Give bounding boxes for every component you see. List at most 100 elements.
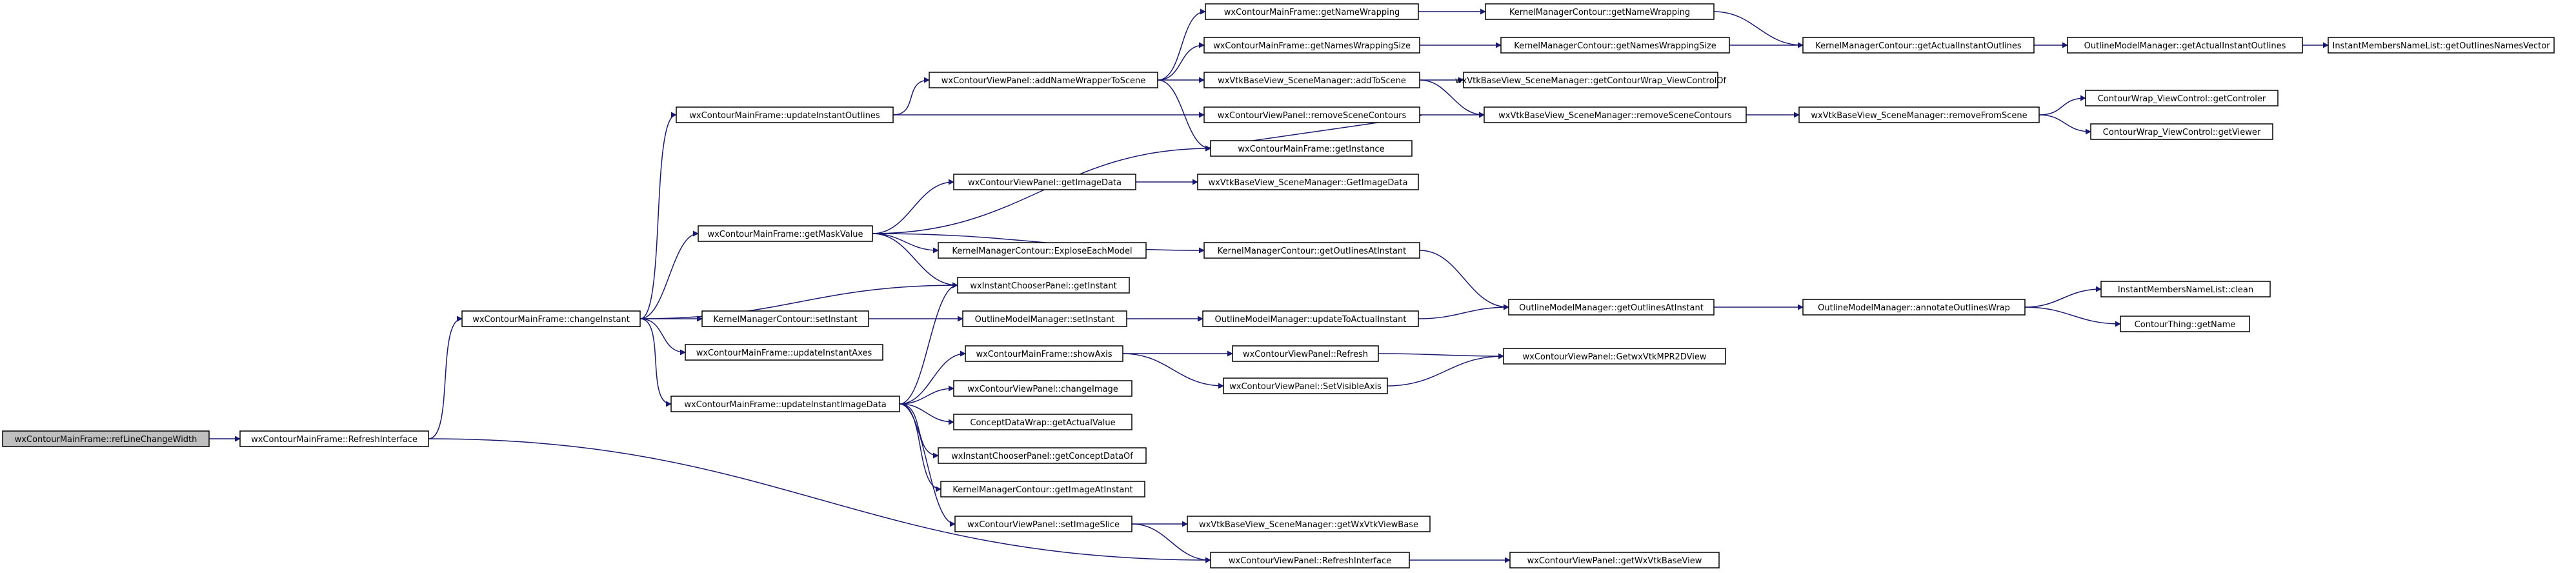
node-kmc-set-instant[interactable]: KernelManagerContour::setInstant (701, 310, 869, 327)
edge-update-instant-image-data-to-change-image (899, 385, 954, 405)
node-get-outlines-names-vector[interactable]: InstantMembersNameList::getOutlinesNames… (2328, 37, 2555, 54)
node-vp-refresh[interactable]: wxContourViewPanel::Refresh (1232, 345, 1379, 362)
node-get-wx-vtk-base-view[interactable]: wxContourViewPanel::getWxVtkBaseView (1509, 552, 1720, 568)
node-update-instant-axes[interactable]: wxContourMainFrame::updateInstantAxes (685, 344, 883, 361)
edge-sm-add-to-scene-to-sm-remove-scene-contours (1419, 79, 1485, 118)
node-get-controler[interactable]: ContourWrap_ViewControl::getControler (2085, 90, 2279, 106)
node-get-names-wrapping-size[interactable]: wxContourMainFrame::getNamesWrappingSize (1203, 37, 1420, 54)
edge-arrow (428, 316, 463, 439)
node-set-visible-axis[interactable]: wxContourViewPanel::SetVisibleAxis (1223, 377, 1388, 394)
node-label: wxContourMainFrame::getNameWrapping (1224, 8, 1400, 17)
edge-add-name-wrapper-to-scene-to-get-name-wrapping (1157, 8, 1206, 81)
edge-arrow (1157, 42, 1205, 81)
node-change-image[interactable]: wxContourViewPanel::changeImage (953, 380, 1132, 397)
edge-arrow (872, 179, 954, 234)
node-get-name[interactable]: ContourThing::getName (2120, 316, 2250, 332)
edge-arrow (639, 112, 677, 319)
node-box (1798, 106, 2040, 123)
node-box (2085, 90, 2279, 106)
node-box (1210, 552, 1410, 568)
edge-arrow (639, 282, 958, 319)
edge-vp-refresh-to-get-wx-vtk-mpr2-dview (1378, 353, 1504, 359)
node-label: wxInstantChooserPanel::getInstant (970, 281, 1116, 291)
edge-arrow (639, 318, 686, 356)
node-update-instant-image-data[interactable]: wxContourMainFrame::updateInstantImageDa… (670, 396, 900, 412)
node-explose-each-model[interactable]: KernelManagerContour::ExploseEachModel (938, 242, 1147, 259)
node-get-actual-value[interactable]: ConceptDataWrap::getActualValue (953, 414, 1132, 430)
node-label: OutlineModelManager::annotateOutlinesWra… (1818, 303, 2010, 313)
node-refresh-interface[interactable]: wxContourMainFrame::RefreshInterface (239, 430, 429, 447)
node-om-get-actual-instant-outlines[interactable]: OutlineModelManager::getActualInstantOut… (2067, 37, 2303, 54)
node-box (1203, 72, 1420, 88)
node-ref-line-change-width[interactable]: wxContourMainFrame::refLineChangeWidth (2, 430, 210, 447)
edge-arrow (899, 403, 954, 425)
node-box (461, 310, 641, 327)
node-label: KernelManagerContour::getNameWrapping (1509, 8, 1690, 17)
node-label: wxContourViewPanel::SetVisibleAxis (1229, 382, 1382, 392)
node-label: ContourWrap_ViewControl::getControler (2098, 94, 2266, 104)
node-kmc-get-actual-instant-outlines[interactable]: KernelManagerContour::getActualInstantOu… (1802, 37, 2035, 54)
edge-arrow (2038, 95, 2086, 116)
node-remove-scene-contours[interactable]: wxContourViewPanel::removeSceneContours (1203, 106, 1420, 123)
node-box (953, 174, 1136, 190)
node-box (670, 396, 900, 412)
edge-arrow (899, 403, 956, 527)
node-label: OutlineModelManager::getActualInstantOut… (2084, 41, 2286, 51)
node-get-image-at-instant[interactable]: KernelManagerContour::getImageAtInstant (940, 481, 1145, 498)
node-label: wxContourViewPanel::GetwxVtkMPR2DView (1523, 352, 1707, 362)
node-kmc-get-name-wrapping[interactable]: KernelManagerContour::getNameWrapping (1485, 3, 1715, 20)
node-get-name-wrapping[interactable]: wxContourMainFrame::getNameWrapping (1205, 3, 1419, 20)
node-annotate-outlines-wrap[interactable]: OutlineModelManager::annotateOutlinesWra… (1802, 299, 2026, 316)
node-om-get-outlines-at-instant[interactable]: OutlineModelManager::getOutlinesAtInstan… (1508, 299, 1715, 316)
node-label: wxContourViewPanel::Refresh (1243, 350, 1368, 359)
edge-add-name-wrapper-to-scene-to-get-instance (1157, 79, 1211, 152)
node-label: wxContourViewPanel::getWxVtkBaseView (1527, 556, 1702, 566)
node-box (701, 310, 869, 327)
node-get-wx-vtk-mpr2-dview[interactable]: wxContourViewPanel::GetwxVtkMPR2DView (1503, 348, 1726, 365)
node-vp-refresh-interface[interactable]: wxContourViewPanel::RefreshInterface (1210, 552, 1410, 568)
node-update-to-actual-instant[interactable]: OutlineModelManager::updateToActualInsta… (1202, 310, 1419, 327)
node-label: wxContourViewPanel::setImageSlice (967, 520, 1120, 530)
edge-update-instant-image-data-to-chooser-get-instant (899, 282, 958, 405)
node-change-instant[interactable]: wxContourMainFrame::changeInstant (461, 310, 641, 327)
node-label: wxVtkBaseView_SceneManager::removeFromSc… (1811, 111, 2027, 121)
node-get-wx-vtk-view-base[interactable]: wxVtkBaseView_SceneManager::getWxVtkView… (1187, 516, 1431, 532)
edge-remove-from-scene-to-get-controler (2038, 95, 2086, 116)
node-sm-remove-scene-contours[interactable]: wxVtkBaseView_SceneManager::removeSceneC… (1484, 106, 1747, 123)
node-get-mask-value[interactable]: wxContourMainFrame::getMaskValue (698, 225, 873, 242)
node-add-name-wrapper-to-scene[interactable]: wxContourViewPanel::addNameWrapperToScen… (929, 72, 1158, 88)
node-set-image-slice[interactable]: wxContourViewPanel::setImageSlice (954, 516, 1132, 532)
node-sm-get-image-data[interactable]: wxVtkBaseView_SceneManager::GetImageData (1197, 174, 1419, 190)
node-chooser-get-instant[interactable]: wxInstantChooserPanel::getInstant (957, 277, 1130, 294)
node-box (938, 447, 1147, 464)
node-label: InstantMembersNameList::clean (2118, 285, 2253, 295)
node-box (1484, 106, 1747, 123)
node-get-instance[interactable]: wxContourMainFrame::getInstance (1210, 140, 1413, 157)
node-label: KernelManagerContour::getOutlinesAtInsta… (1218, 246, 1406, 256)
node-update-instant-outlines[interactable]: wxContourMainFrame::updateInstantOutline… (676, 106, 894, 123)
node-om-set-instant[interactable]: OutlineModelManager::setInstant (962, 310, 1127, 327)
node-box (698, 225, 873, 242)
node-sm-add-to-scene[interactable]: wxVtkBaseView_SceneManager::addToScene (1203, 72, 1420, 88)
edge-get-mask-value-to-explose-each-model (872, 233, 939, 254)
node-label: wxContourMainFrame::changeInstant (472, 315, 630, 325)
node-label: wxContourViewPanel::removeSceneContours (1218, 111, 1407, 121)
node-label: wxContourMainFrame::getMaskValue (707, 230, 863, 239)
node-box (953, 414, 1132, 430)
node-get-contour-wrap-view-control-of[interactable]: wxVtkBaseView_SceneManager::getContourWr… (1455, 72, 1727, 88)
node-box (2100, 281, 2271, 297)
edge-arrow (899, 350, 966, 405)
node-box (1205, 3, 1419, 20)
node-show-axis[interactable]: wxContourMainFrame::showAxis (965, 345, 1123, 362)
edge-arrow (1419, 250, 1509, 310)
node-vp-get-image-data[interactable]: wxContourViewPanel::getImageData (953, 174, 1136, 190)
node-label: ContourThing::getName (2135, 320, 2236, 330)
node-get-viewer[interactable]: ContourWrap_ViewControl::getViewer (2090, 123, 2273, 140)
node-label: wxContourMainFrame::updateInstantImageDa… (684, 400, 886, 410)
node-remove-from-scene[interactable]: wxVtkBaseView_SceneManager::removeFromSc… (1798, 106, 2040, 123)
node-kmc-get-outlines-at-instant[interactable]: KernelManagerContour::getOutlinesAtInsta… (1203, 242, 1420, 259)
node-clean[interactable]: InstantMembersNameList::clean (2100, 281, 2271, 297)
node-get-concept-data-of[interactable]: wxInstantChooserPanel::getConceptDataOf (938, 447, 1147, 464)
node-kmc-get-names-wrapping-size[interactable]: KernelManagerContour::getNamesWrappingSi… (1500, 37, 1730, 54)
node-box (1203, 242, 1420, 259)
